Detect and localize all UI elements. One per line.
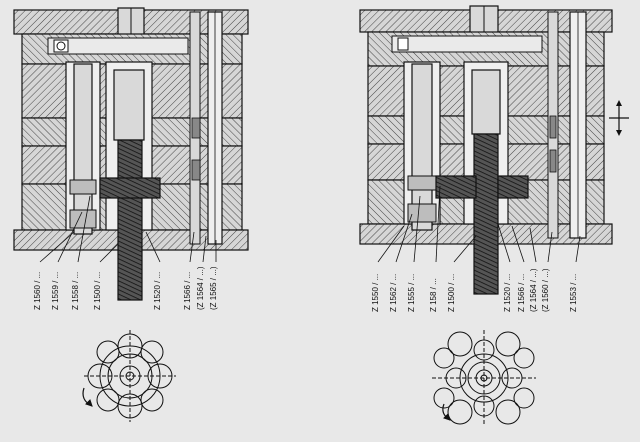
right-gear-plan-view	[432, 330, 536, 426]
right-label-2: Z 1562 / ...	[389, 274, 398, 312]
left-label-5: Z 1520 / ...	[153, 272, 162, 310]
right-label-4: Z 158 / ...	[429, 278, 438, 312]
left-part-labels: Z 1560 / ... Z 1559 / ... Z 1558 / ... Z…	[33, 266, 218, 310]
left-core-pin	[73, 63, 93, 235]
left-gear	[99, 177, 161, 199]
right-label-5: Z 1500 / ...	[447, 274, 456, 312]
right-gear-right	[497, 175, 529, 199]
right-label-6: Z 1520 / ...	[503, 274, 512, 312]
four-way-arrow-icon	[609, 100, 629, 136]
right-center-sleeve	[471, 69, 501, 135]
curved-arrow-icon	[442, 403, 451, 421]
right-label-7: Z 1566 / ...	[517, 274, 526, 312]
leader-lines	[39, 185, 581, 263]
right-runner-slot	[391, 35, 543, 53]
right-label-3: Z 1555 / ...	[407, 274, 416, 312]
right-mold-assembly	[359, 5, 629, 295]
right-label-8: (Z 1564 / ...)	[529, 268, 538, 312]
left-gear-box	[53, 39, 69, 53]
right-gear-left	[435, 175, 477, 199]
left-thread-screw	[117, 139, 143, 301]
left-gear-plan-view	[82, 330, 176, 422]
right-thread-screw	[473, 133, 499, 295]
left-label-2: Z 1559 / ...	[51, 272, 60, 310]
left-mold-assembly	[13, 7, 249, 301]
right-label-10: Z 1553 / ...	[569, 274, 578, 312]
left-label-3: Z 1558 / ...	[71, 272, 80, 310]
left-label-4: Z 1500 / ...	[93, 272, 102, 310]
curved-arrow-icon	[82, 387, 93, 407]
right-label-9: (Z 1560 / ...)	[541, 268, 550, 312]
left-label-7: (Z 1564 / ...)	[196, 266, 205, 310]
left-runner-slot	[47, 37, 189, 55]
left-label-8: (Z 1565 / ...)	[209, 266, 218, 310]
right-label-1: Z 1550 / ...	[371, 274, 380, 312]
right-part-labels: Z 1550 / ... Z 1562 / ... Z 1555 / ... Z…	[371, 268, 578, 312]
left-label-1: Z 1560 / ...	[33, 272, 42, 310]
left-label-6: Z 1566 / ...	[183, 272, 192, 310]
left-center-sleeve	[113, 69, 145, 141]
